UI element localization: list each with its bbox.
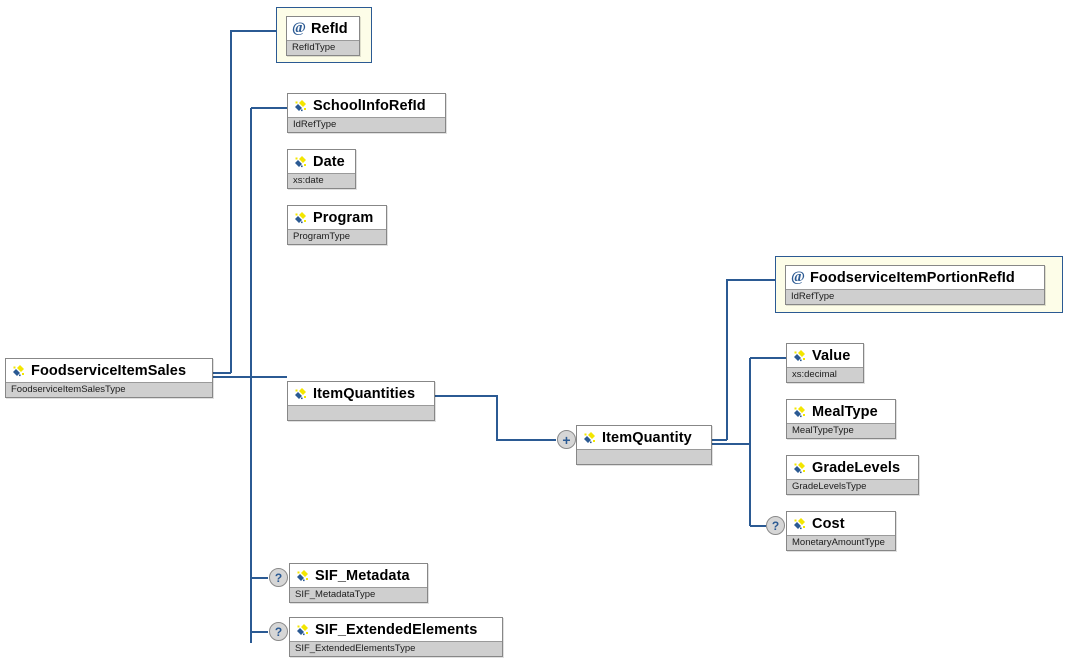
node-title: SchoolInfoRefId — [288, 94, 445, 117]
node-title: Cost — [787, 512, 895, 535]
node-title: Program — [288, 206, 386, 229]
node-type: SIF_MetadataType — [295, 589, 376, 601]
element-icon — [295, 622, 311, 638]
node-name: MealType — [812, 403, 878, 420]
node-type: xs:date — [293, 175, 324, 187]
node-name: Value — [812, 347, 851, 364]
node-program[interactable]: Program ProgramType — [287, 205, 387, 245]
node-type: ProgramType — [293, 231, 351, 243]
element-icon — [293, 386, 309, 402]
attribute-wrapper-refid: @ RefId RefIdType — [276, 7, 372, 63]
node-name: SIF_Metadata — [315, 567, 410, 584]
node-cost[interactable]: Cost MonetaryAmountType — [786, 511, 896, 551]
element-icon — [792, 460, 808, 476]
node-typebar: SIF_MetadataType — [290, 587, 427, 602]
node-name: FoodserviceItemPortionRefId — [809, 269, 1015, 286]
node-gradelevels[interactable]: GradeLevels GradeLevelsType — [786, 455, 919, 495]
element-icon — [293, 154, 309, 170]
element-icon — [293, 98, 309, 114]
node-type: IdRefType — [791, 291, 835, 303]
node-sifmetadata[interactable]: SIF_Metadata SIF_MetadataType — [289, 563, 428, 603]
occurrence-symbol: ? — [771, 518, 780, 533]
node-typebar: IdRefType — [786, 289, 1044, 304]
node-value[interactable]: Value xs:decimal — [786, 343, 864, 383]
node-type: RefIdType — [292, 42, 336, 54]
node-typebar: GradeLevelsType — [787, 479, 918, 494]
node-typebar: RefIdType — [287, 40, 359, 55]
node-name: SchoolInfoRefId — [313, 97, 426, 114]
node-name: ItemQuantities — [313, 385, 416, 402]
node-name: SIF_ExtendedElements — [315, 621, 478, 638]
node-mealtype[interactable]: MealType MealTypeType — [786, 399, 896, 439]
node-type: xs:decimal — [792, 369, 837, 381]
node-date[interactable]: Date xs:date — [287, 149, 356, 189]
at-icon: @ — [791, 268, 805, 285]
node-title: @ FoodserviceItemPortionRefId — [786, 266, 1044, 289]
node-type: SIF_ExtendedElementsType — [295, 643, 416, 655]
node-type: MonetaryAmountType — [792, 537, 885, 549]
node-typebar: FoodserviceItemSalesType — [6, 382, 212, 397]
element-icon — [295, 568, 311, 584]
occurrence-symbol: ? — [274, 624, 283, 639]
node-refid[interactable]: @ RefId RefIdType — [286, 16, 360, 56]
node-itemquantities[interactable]: ItemQuantities — [287, 381, 435, 421]
element-icon — [792, 516, 808, 532]
node-title: ItemQuantity — [577, 426, 711, 449]
node-title: FoodserviceItemSales — [6, 359, 212, 382]
node-schoolinforefid[interactable]: SchoolInfoRefId IdRefType — [287, 93, 446, 133]
node-foodserviceitemsales[interactable]: FoodserviceItemSales FoodserviceItemSale… — [5, 358, 213, 398]
occurrence-badge-cost[interactable]: ? — [766, 516, 785, 535]
at-icon: @ — [292, 19, 306, 36]
node-title: MealType — [787, 400, 895, 423]
occurrence-badge-sifextendedelements[interactable]: ? — [269, 622, 288, 641]
node-sifextendedelements[interactable]: SIF_ExtendedElements SIF_ExtendedElement… — [289, 617, 503, 657]
node-typebar: IdRefType — [288, 117, 445, 132]
node-title: Value — [787, 344, 863, 367]
element-icon — [792, 404, 808, 420]
node-typebar — [577, 449, 711, 464]
node-typebar: MonetaryAmountType — [787, 535, 895, 550]
node-name: Date — [313, 153, 345, 170]
node-title: ItemQuantities — [288, 382, 434, 405]
node-title: Date — [288, 150, 355, 173]
node-typebar: MealTypeType — [787, 423, 895, 438]
node-typebar: xs:decimal — [787, 367, 863, 382]
node-typebar: SIF_ExtendedElementsType — [290, 641, 502, 656]
occurrence-badge-sifmetadata[interactable]: ? — [269, 568, 288, 587]
node-name: GradeLevels — [812, 459, 901, 476]
node-title: SIF_Metadata — [290, 564, 427, 587]
element-icon — [293, 210, 309, 226]
node-type: FoodserviceItemSalesType — [11, 384, 126, 396]
element-icon — [582, 430, 598, 446]
node-name: RefId — [310, 20, 348, 37]
node-typebar: xs:date — [288, 173, 355, 188]
node-name: Cost — [812, 515, 845, 532]
element-icon — [792, 348, 808, 364]
element-icon — [11, 363, 27, 379]
node-title: SIF_ExtendedElements — [290, 618, 502, 641]
node-name: ItemQuantity — [602, 429, 692, 446]
node-title: GradeLevels — [787, 456, 918, 479]
node-foodserviceitemportionrefid[interactable]: @ FoodserviceItemPortionRefId IdRefType — [785, 265, 1045, 305]
node-typebar — [288, 405, 434, 420]
occurrence-symbol: ? — [274, 570, 283, 585]
node-name: Program — [313, 209, 374, 226]
attribute-wrapper-foodserviceitemportionrefid: @ FoodserviceItemPortionRefId IdRefType — [775, 256, 1063, 313]
node-title: @ RefId — [287, 17, 359, 40]
occurrence-symbol: + — [562, 431, 571, 448]
occurrence-badge-itemquantity[interactable]: + — [557, 430, 576, 449]
node-type: IdRefType — [293, 119, 337, 131]
node-itemquantity[interactable]: ItemQuantity — [576, 425, 712, 465]
node-typebar: ProgramType — [288, 229, 386, 244]
node-type: GradeLevelsType — [792, 481, 867, 493]
node-name: FoodserviceItemSales — [31, 362, 187, 379]
node-type: MealTypeType — [792, 425, 854, 437]
